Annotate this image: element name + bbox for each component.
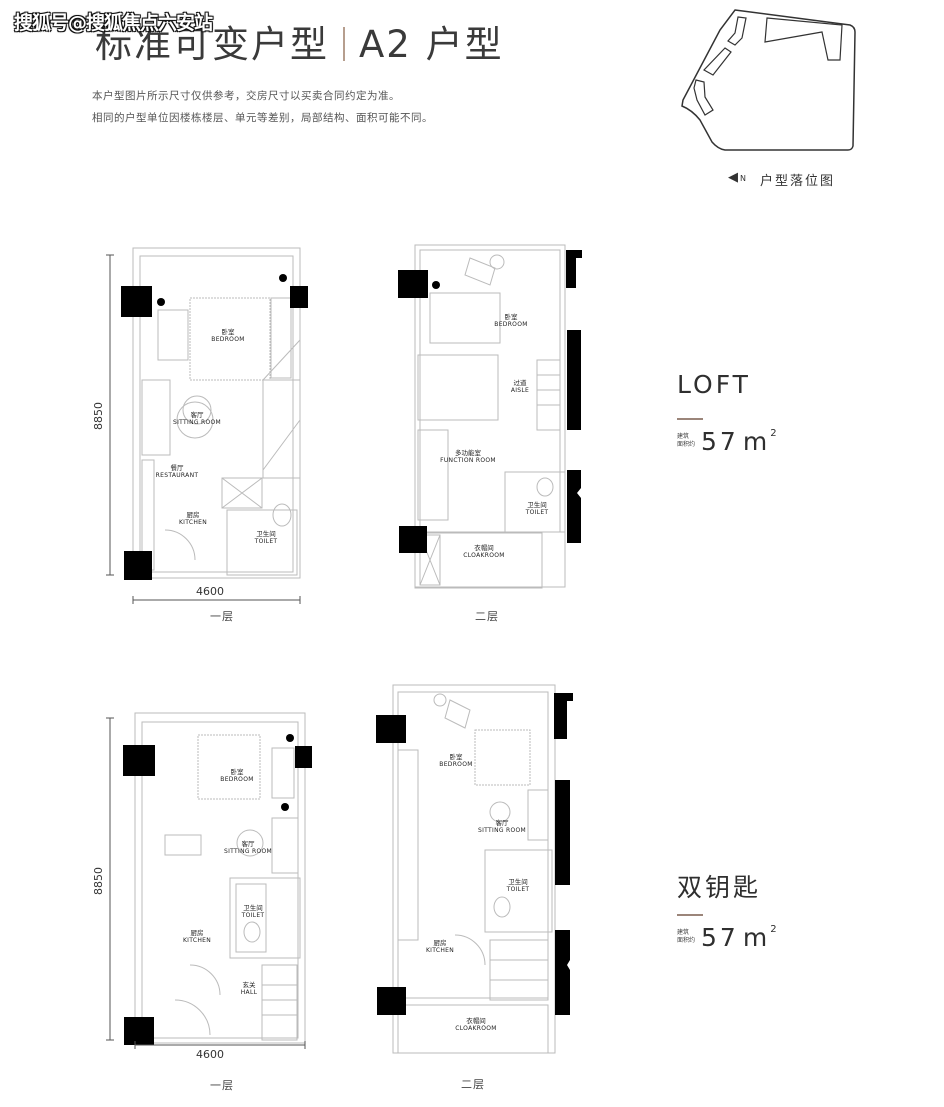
depth-dimension-dualkey: 8850 xyxy=(92,867,105,895)
structural-columns xyxy=(121,250,582,1045)
floor-label: 二层 xyxy=(461,1078,485,1091)
depth-dimension-loft: 8850 xyxy=(92,402,105,430)
north-arrow-icon: ◀ xyxy=(728,170,738,185)
watermark: 搜狐号@搜狐焦点六安站 xyxy=(14,12,213,34)
page-title: 标准可变户型 A2 户型 xyxy=(95,14,504,68)
width-dimension-loft: 4600 xyxy=(196,585,224,598)
width-dimension-dualkey: 4600 xyxy=(196,1048,224,1061)
title-right: A2 户型 xyxy=(359,23,504,66)
site-plan-caption: 户型落位图 xyxy=(760,174,836,189)
floor-label: 二层 xyxy=(475,610,499,623)
floor-label: 一层 xyxy=(210,1079,234,1092)
title-left: 标准可变户型 xyxy=(95,23,329,66)
accent-divider xyxy=(677,418,703,420)
title-divider xyxy=(343,27,345,61)
north-indicator: ◀N xyxy=(728,170,746,185)
plan-dualkey-1f xyxy=(134,712,306,1044)
layout-name-dualkey: 双钥匙 xyxy=(677,873,762,902)
plan-loft-2f xyxy=(414,244,566,589)
layout-name-loft: LOFT xyxy=(677,370,751,399)
disclaimer-line-1: 本户型图片所示尺寸仅供参考，交房尺寸以买卖合同约定为准。 xyxy=(92,90,400,102)
dimension-lines xyxy=(106,254,306,1049)
disclaimer-line-2: 相同的户型单位因楼栋楼层、单元等差别，局部结构、面积可能不同。 xyxy=(92,112,433,124)
site-plan-map xyxy=(681,9,856,151)
plan-dualkey-2f xyxy=(392,684,556,1054)
accent-divider xyxy=(677,914,703,916)
floor-label: 一层 xyxy=(210,610,234,623)
plan-loft-1f xyxy=(132,247,301,579)
